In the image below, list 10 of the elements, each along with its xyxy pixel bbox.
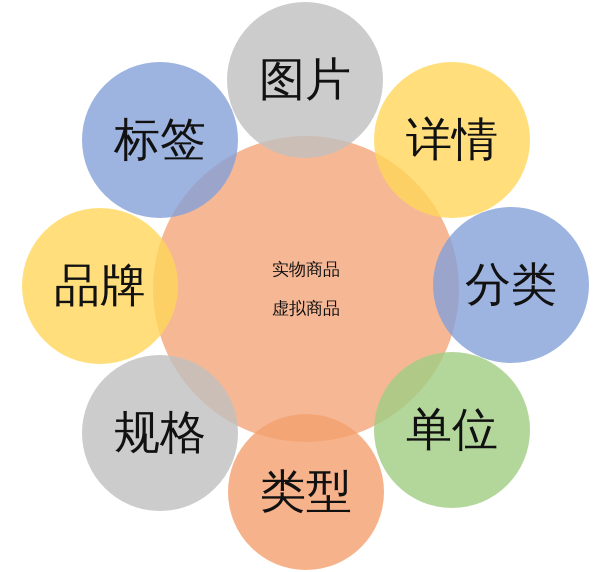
topic-label: 分类: [465, 256, 557, 313]
item-label: 虚拟商品: [272, 298, 340, 320]
topic-label: 标签: [114, 111, 206, 168]
topic-label: 详情: [406, 111, 498, 168]
topic-label: 单位: [406, 401, 498, 458]
topic-label: 品牌: [54, 257, 146, 314]
topic-label: 类型: [260, 463, 352, 520]
topic-label: 图片: [259, 51, 351, 108]
item-label: 实物商品: [272, 259, 340, 281]
topic-label: 规格: [114, 404, 206, 461]
